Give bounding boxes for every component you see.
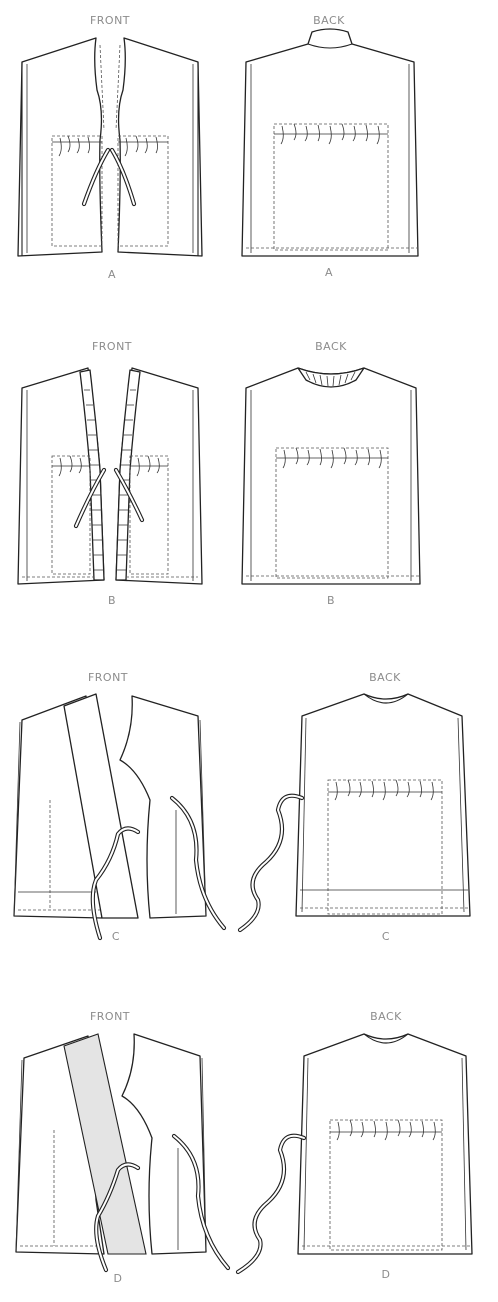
view-label: A — [325, 266, 333, 279]
view-label: B — [327, 594, 335, 607]
back-label: BACK — [370, 1010, 402, 1023]
view-c-back: BACK C — [237, 671, 471, 943]
front-label: FRONT — [92, 340, 132, 353]
contrast-panel — [63, 1033, 147, 1255]
view-b-back: BACK B — [241, 340, 421, 607]
view-d-front: FRONT D — [15, 1010, 231, 1285]
view-a-back: BACK A — [241, 14, 419, 279]
view-label: D — [114, 1272, 123, 1285]
back-label: BACK — [315, 340, 347, 353]
view-d-back: BACK D — [235, 1010, 473, 1281]
back-label: BACK — [313, 14, 345, 27]
view-label: D — [382, 1268, 391, 1281]
front-label: FRONT — [90, 1010, 130, 1023]
view-label: C — [112, 930, 120, 943]
back-label: BACK — [369, 671, 401, 684]
view-c-front: FRONT C — [13, 671, 227, 943]
view-label: C — [382, 930, 390, 943]
front-label: FRONT — [90, 14, 130, 27]
view-label: B — [108, 594, 116, 607]
view-a-front: FRONT A — [17, 14, 203, 281]
view-b-front: FRONT B — [17, 340, 203, 607]
view-label: A — [108, 268, 116, 281]
front-label: FRONT — [88, 671, 128, 684]
